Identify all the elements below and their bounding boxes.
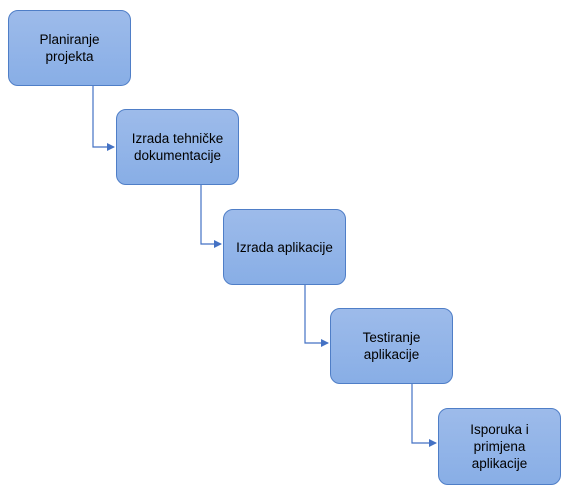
step-box-testiranje-aplikacije: Testiranje aplikacije — [330, 308, 453, 384]
step-label: Izrada aplikacije — [236, 239, 333, 255]
step-label: Testiranje aplikacije — [362, 330, 421, 362]
step-box-izrada-aplikacije: Izrada aplikacije — [223, 209, 346, 285]
step-label: Planiranje projekta — [39, 32, 100, 64]
connector-arrow-1 — [92, 86, 115, 151]
step-box-planiranje-projekta: Planiranje projekta — [8, 10, 131, 86]
connector-arrow-4 — [411, 384, 437, 447]
step-label: Izrada tehničke dokumentacije — [131, 131, 224, 163]
step-box-izrada-tehnicke-dokumentacije: Izrada tehničke dokumentacije — [116, 109, 239, 185]
step-label: Isporuka i primjena aplikacije — [470, 422, 529, 471]
connector-arrow-3 — [304, 285, 329, 347]
step-box-isporuka-i-primjena-aplikacije: Isporuka i primjena aplikacije — [438, 408, 561, 485]
connector-arrow-2 — [200, 185, 222, 248]
